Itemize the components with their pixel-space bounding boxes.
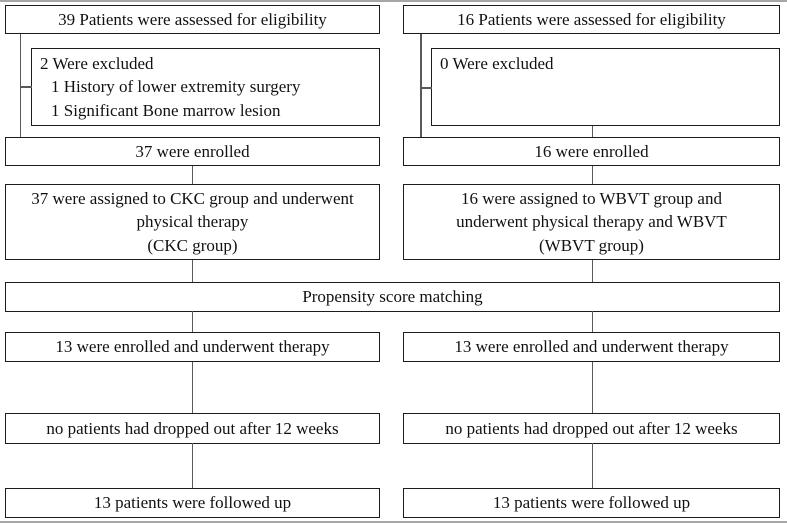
box-assigned-right: 16 were assigned to WBVT group and under… bbox=[403, 184, 780, 260]
box-dropout-right: no patients had dropped out after 12 wee… bbox=[403, 413, 780, 444]
box-excluded-left: 2 Were excluded 1 History of lower extre… bbox=[31, 48, 380, 126]
connector-left-exclusion-stub bbox=[19, 86, 32, 88]
box-enrolled-right: 16 were enrolled bbox=[403, 137, 780, 166]
box-followup-left: 13 patients were followed up bbox=[5, 488, 380, 518]
box-excluded-right: 0 Were excluded bbox=[431, 48, 780, 126]
connector-right-dropout-followup bbox=[591, 443, 593, 488]
top-rule bbox=[0, 0, 787, 2]
connector-left-matched-dropout bbox=[191, 362, 193, 413]
connector-right-exclusion-stub bbox=[420, 87, 432, 89]
connector-right-bypass bbox=[420, 34, 422, 137]
box-assessed-right: 16 Patients were assessed for eligibilit… bbox=[403, 5, 780, 34]
connector-right-assigned-matching bbox=[591, 260, 593, 282]
box-assigned-left: 37 were assigned to CKC group and underw… bbox=[5, 184, 380, 260]
box-propensity-matching: Propensity score matching bbox=[5, 282, 780, 312]
excluded-title-right: 0 Were excluded bbox=[440, 54, 554, 73]
box-enrolled-left: 37 were enrolled bbox=[5, 137, 380, 166]
connector-left-bypass bbox=[19, 34, 21, 137]
connector-left-assigned-matching bbox=[191, 260, 193, 282]
bottom-rule bbox=[0, 521, 787, 523]
connector-right-matched-dropout bbox=[591, 362, 593, 413]
connector-right-enrolled-assigned bbox=[591, 166, 593, 184]
excluded-reason-left-1: 1 History of lower extremity surgery bbox=[51, 77, 301, 97]
box-dropout-left: no patients had dropped out after 12 wee… bbox=[5, 413, 380, 444]
connector-right-matching-matched bbox=[591, 311, 593, 332]
box-matched-left: 13 were enrolled and underwent therapy bbox=[5, 332, 380, 362]
excluded-title-left: 2 Were excluded bbox=[40, 54, 154, 73]
connector-left-enrolled-assigned bbox=[191, 166, 193, 184]
box-followup-right: 13 patients were followed up bbox=[403, 488, 780, 518]
box-matched-right: 13 were enrolled and underwent therapy bbox=[403, 332, 780, 362]
excluded-reason-left-2: 1 Significant Bone marrow lesion bbox=[51, 100, 281, 120]
connector-left-dropout-followup bbox=[191, 443, 193, 488]
box-assessed-left: 39 Patients were assessed for eligibilit… bbox=[5, 5, 380, 34]
connector-right-excluded-enrolled bbox=[591, 126, 593, 137]
connector-left-matching-matched bbox=[191, 311, 193, 332]
